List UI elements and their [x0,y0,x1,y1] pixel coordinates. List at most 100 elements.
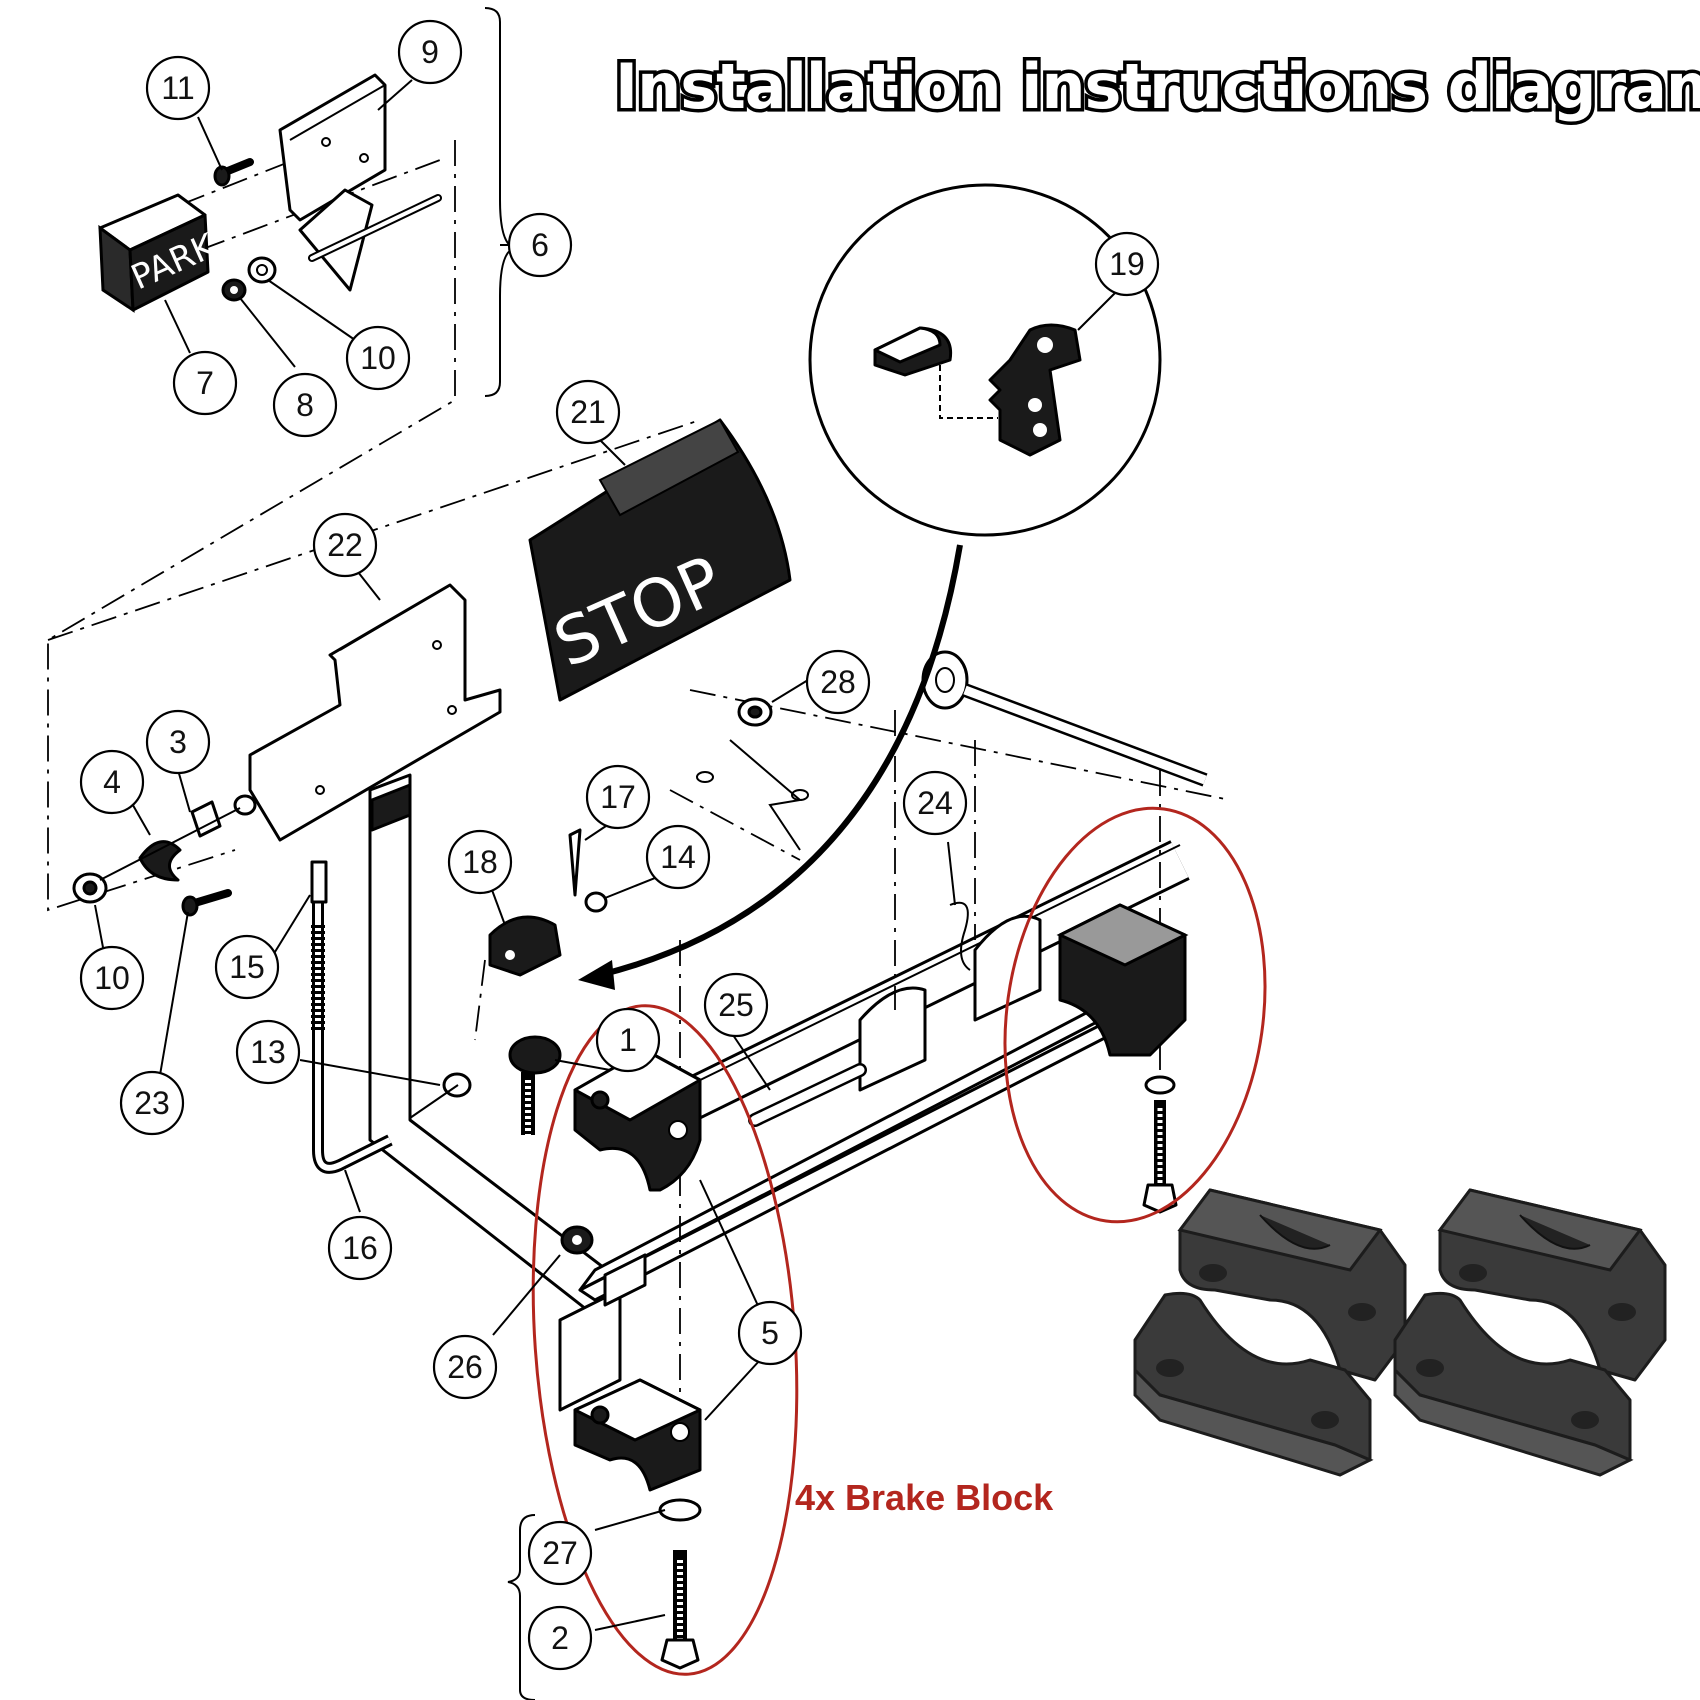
detail-circle [808,183,1162,537]
group-bracket-27-2 [507,1514,536,1700]
group-bracket-6 [484,7,516,397]
frame-end [558,1288,622,1412]
callout-10b: 10 [79,945,145,1011]
svg-text:16: 16 [342,1230,378,1266]
photo-block [1177,1188,1407,1382]
centerline [47,419,701,641]
callout-16: 16 [327,1215,393,1281]
callout-5a: 5 [737,1300,803,1366]
callout-18: 18 [447,829,513,895]
park-sign: PARK [98,193,223,313]
svg-text:13: 13 [250,1034,286,1070]
svg-text:3: 3 [169,724,187,760]
shaft-clamp [973,914,1042,1022]
svg-text:15: 15 [229,949,265,985]
screw-head [213,165,231,187]
photo-block [1437,1188,1667,1382]
brake-block-annotation: 4x Brake Block [795,1477,1054,1518]
detail-arrowhead [578,960,615,990]
callout-5b: 5 [761,1315,779,1351]
callout-8: 8 [272,372,338,438]
callout-7: 7 [172,350,238,416]
stop-pad [528,418,792,702]
centerline [179,129,371,206]
spring-4 [138,840,182,882]
brake-block-upper-left [573,1048,702,1192]
cotter-pin-17 [568,828,582,897]
svg-text:1: 1 [619,1022,637,1058]
svg-text:22: 22 [327,527,363,563]
svg-text:21: 21 [570,394,606,430]
park-rod-inner [310,196,440,260]
brake-block-lower-left [573,1378,702,1670]
callout-9: 9 [397,19,463,85]
svg-text:9: 9 [421,34,439,70]
shaft-clamp [858,986,927,1092]
callout-21: 21 [555,379,621,445]
svg-text:17: 17 [600,779,636,815]
callout-10a: 10 [345,325,411,391]
washer-14 [584,891,608,913]
highlight-right-block [1003,806,1267,1224]
clip-24 [949,901,971,971]
svg-text:28: 28 [820,664,856,700]
callout-1: 1 [595,1007,661,1073]
callout-22: 22 [312,512,378,578]
callout-24: 24 [902,770,968,836]
callout-19: 19 [1094,231,1160,297]
ratchet-detail [988,323,1082,457]
svg-text:2: 2 [551,1620,569,1656]
callout-3: 3 [145,709,211,775]
plate-hole [359,153,369,163]
detail-arrow [599,544,963,978]
callout-6: 6 [507,212,573,278]
svg-text:7: 7 [196,365,214,401]
svg-text:10: 10 [94,960,130,996]
callout-26: 26 [432,1334,498,1400]
svg-text:8: 8 [296,387,314,423]
shaft-end [233,794,257,816]
spacer-3 [190,800,222,838]
svg-text:5: 5 [761,1315,779,1351]
svg-text:10: 10 [360,340,396,376]
callout-13: 13 [235,1019,301,1085]
svg-text:27: 27 [542,1535,578,1571]
svg-text:14: 14 [660,839,696,875]
brake-block-right [1056,903,1189,1214]
callout-23: 23 [119,1070,185,1136]
diagram-title: Installation instructions diagram [615,50,1700,123]
callout-15: 15 [214,934,280,1000]
knob-1 [508,1035,562,1075]
washer-10 [247,256,277,284]
svg-text:18: 18 [462,844,498,880]
svg-text:6: 6 [531,227,549,263]
park-bracket [298,188,374,292]
callout-25: 25 [703,972,769,1038]
park-pedal-assembly: PARK [47,7,516,912]
plate-hole [321,137,331,147]
photo-block [1133,1291,1374,1477]
washer-27 [658,1498,702,1522]
callout-4: 4 [79,749,145,815]
callout-14: 14 [645,824,711,890]
svg-text:11: 11 [161,70,194,106]
brake-axle-frame [508,650,1231,1460]
park-plate [278,73,387,222]
svg-text:19: 19 [1109,246,1145,282]
stop-pedal-assembly: STOP [47,418,792,1322]
washer-right [1144,1075,1176,1095]
svg-text:23: 23 [134,1085,170,1121]
detail-view-19 [578,183,1162,990]
callout-28: 28 [805,649,871,715]
svg-text:26: 26 [447,1349,483,1385]
svg-text:4: 4 [103,764,121,800]
callout-27: 27 [527,1520,593,1586]
brake-block-photo [1133,1188,1667,1477]
callout-11: 11 [145,55,211,121]
svg-text:24: 24 [917,785,953,821]
plate-edge [289,84,386,141]
svg-text:25: 25 [718,987,754,1023]
assembly-outline [47,140,456,912]
callout-17: 17 [585,764,651,830]
